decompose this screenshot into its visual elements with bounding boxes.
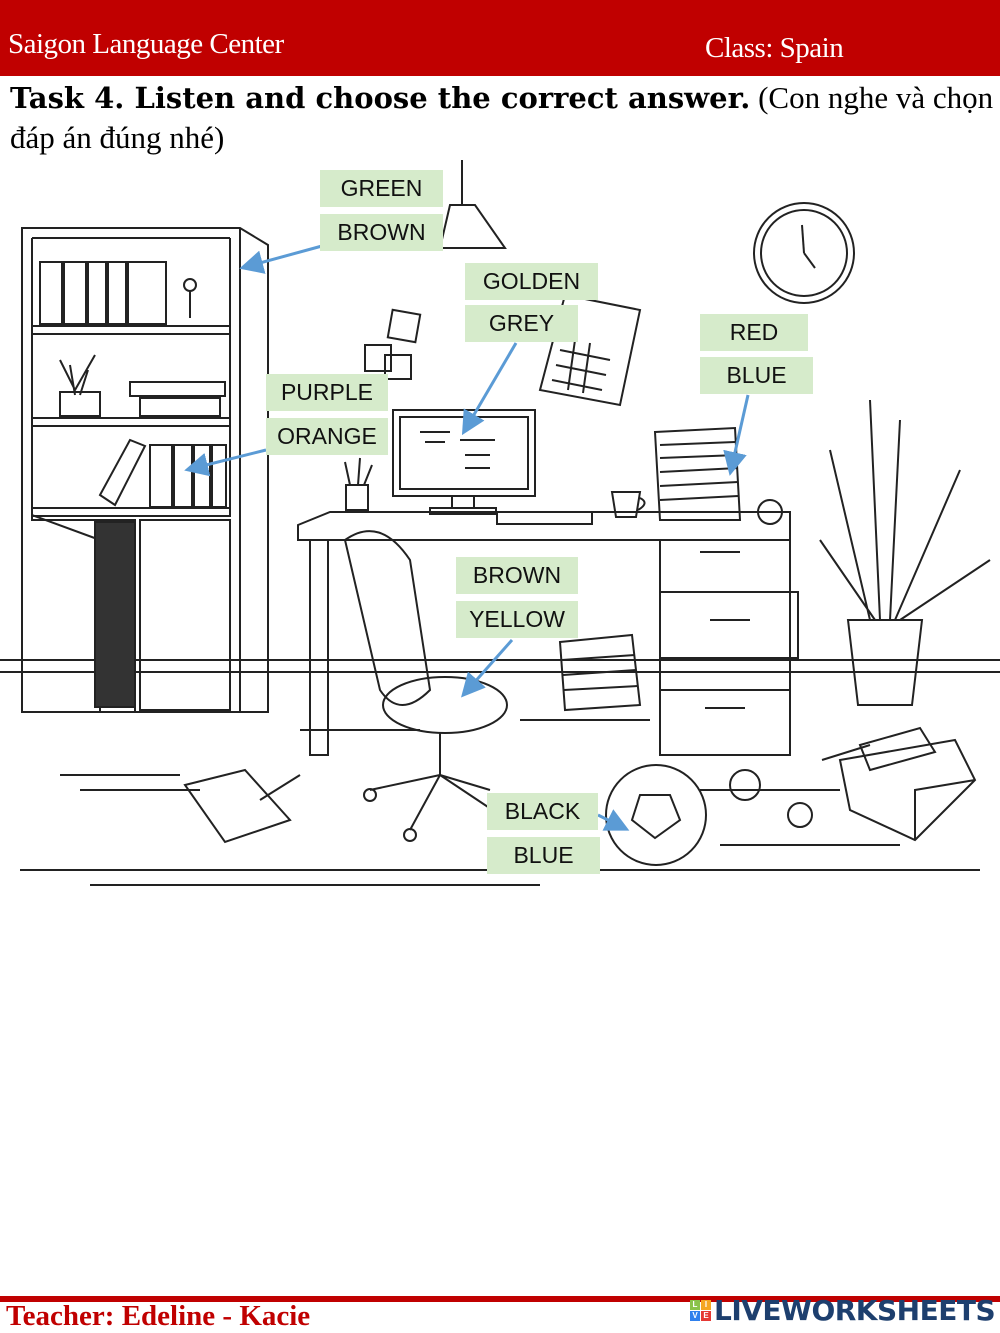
arrow-ball xyxy=(597,809,630,831)
option-papers-red[interactable]: RED xyxy=(700,314,808,351)
logo-letter: V xyxy=(690,1311,700,1321)
arrow-papers xyxy=(723,394,750,476)
school-name: Saigon Language Center xyxy=(8,28,284,60)
option-computer-grey[interactable]: GREY xyxy=(465,305,578,342)
liveworksheets-logo: L I V E LIVEWORKSHEETS xyxy=(690,1294,996,1327)
wall-notes xyxy=(364,293,642,407)
arrow-books xyxy=(184,448,267,477)
logo-letter: I xyxy=(701,1300,711,1310)
task-subtitle: (Con nghe và chọn đáp án đúng nhé) xyxy=(10,80,994,155)
task-instructions: Task 4. Listen and choose the correct an… xyxy=(10,78,995,158)
potted-plant xyxy=(819,399,991,706)
option-chair-yellow[interactable]: YELLOW xyxy=(456,601,578,638)
teacher-name: Teacher: Edeline - Kacie xyxy=(6,1300,311,1332)
logo-icon: L I V E xyxy=(690,1300,711,1321)
ceiling-lamp xyxy=(438,160,507,249)
arrow-chair xyxy=(461,639,514,698)
footer-divider xyxy=(0,1296,1000,1302)
cardboard-box xyxy=(821,726,977,842)
option-chair-brown[interactable]: BROWN xyxy=(456,557,578,594)
option-bookshelf-brown[interactable]: BROWN xyxy=(320,214,443,251)
crumpled-paper xyxy=(729,499,813,828)
option-bookshelf-green[interactable]: GREEN xyxy=(320,170,443,207)
arrow-bookshelf xyxy=(239,244,323,274)
paper-stack-desk xyxy=(653,426,742,521)
office-chair xyxy=(343,530,508,842)
option-books-purple[interactable]: PURPLE xyxy=(266,374,388,411)
bookshelf xyxy=(21,227,269,713)
header-bar: Saigon Language Center Class: Spain xyxy=(0,0,1000,76)
arrow-computer xyxy=(461,342,518,436)
paper-stack-floor xyxy=(558,633,642,712)
option-ball-black[interactable]: BLACK xyxy=(487,793,598,830)
logo-letter: L xyxy=(690,1300,700,1310)
class-label: Class: Spain xyxy=(705,32,844,64)
wall-clock xyxy=(753,202,855,304)
pen-cup xyxy=(344,457,373,511)
option-computer-golden[interactable]: GOLDEN xyxy=(465,263,598,300)
logo-text: LIVEWORKSHEETS xyxy=(714,1294,996,1327)
option-ball-blue[interactable]: BLUE xyxy=(487,837,600,874)
task-title: Task 4. Listen and choose the correct an… xyxy=(10,81,751,115)
desk xyxy=(297,491,799,756)
logo-letter: E xyxy=(701,1311,711,1321)
soccer-ball xyxy=(605,764,707,866)
office-illustration xyxy=(0,160,1000,886)
option-papers-blue[interactable]: BLUE xyxy=(700,357,813,394)
option-books-orange[interactable]: ORANGE xyxy=(266,418,388,455)
computer-monitor xyxy=(392,409,536,515)
floor-paper xyxy=(183,768,301,844)
